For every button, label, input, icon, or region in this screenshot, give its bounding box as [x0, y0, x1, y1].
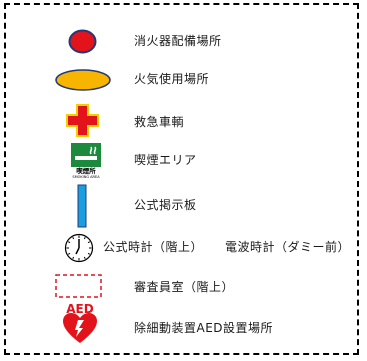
legend-item-smoking-area: 喫煙所 SMOKING AREA 喫煙エリア: [0, 143, 367, 179]
clock-icon: [63, 232, 95, 264]
legend-label: 審査員室（階上）: [134, 280, 235, 294]
aed-sign-text: AED: [66, 302, 93, 316]
orange-ellipse-icon: [54, 65, 112, 95]
legend-label: 喫煙エリア: [134, 153, 197, 167]
legend-item-aed: AED 除細動装置AED設置場所: [0, 301, 367, 343]
legend-item-fire-extinguisher: 消火器配備場所: [0, 24, 367, 58]
legend-label: 消火器配備場所: [134, 34, 222, 48]
red-cross-icon: [66, 104, 99, 137]
legend-item-bulletin-board: 公式掲示板: [0, 184, 367, 228]
legend-label: 公式時計（階上）: [103, 240, 204, 254]
aed-heart-icon: AED: [60, 301, 100, 345]
legend-frame: [4, 3, 359, 355]
legend-item-fire-use: 火気使用場所: [0, 62, 367, 96]
legend-label-extra: 電波時計（ダミー前）: [225, 240, 351, 254]
legend-label: 救急車輌: [134, 115, 185, 129]
smoking-sign-subtext: SMOKING AREA: [72, 175, 100, 179]
smoking-sign-text: 喫煙所: [76, 166, 96, 175]
legend-item-judges-room: 審査員室（階上）: [0, 272, 367, 306]
legend-label: 火気使用場所: [134, 72, 210, 86]
blue-bar-icon: [77, 184, 87, 228]
legend-label: 公式掲示板: [134, 198, 197, 212]
legend-item-official-clock: 公式時計（階上） 電波時計（ダミー前）: [0, 230, 367, 264]
red-circle-icon: [68, 27, 97, 56]
smoking-area-icon: 喫煙所 SMOKING AREA: [71, 143, 101, 179]
red-dashed-box-icon: [55, 274, 102, 298]
legend-item-ambulance: 救急車輌: [0, 103, 367, 137]
legend-label: 除細動装置AED設置場所: [134, 321, 274, 335]
